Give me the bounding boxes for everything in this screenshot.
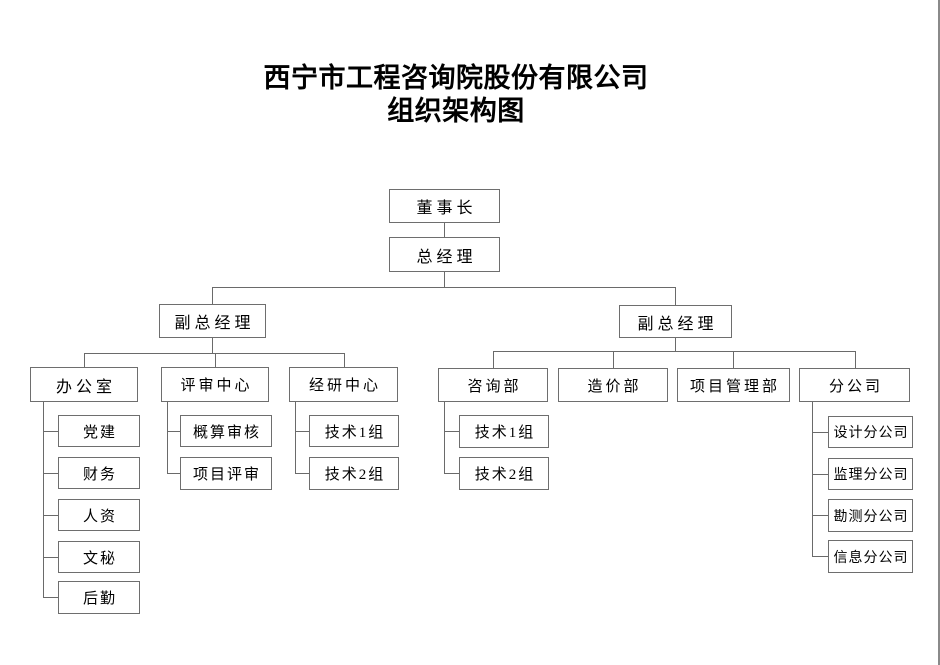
- node-finance: 财务: [58, 457, 140, 489]
- chart-subtitle: 组织架构图: [387, 96, 525, 126]
- node-research-center: 经研中心: [289, 367, 398, 402]
- connector-stub-finance: [43, 473, 58, 474]
- node-research-tech-group-1: 技术1组: [309, 415, 399, 447]
- connector-drop-review-center: [215, 353, 216, 367]
- connector-drop-cost: [613, 351, 614, 368]
- connector-stub-party-building: [43, 431, 58, 432]
- node-branch-companies: 分公司: [799, 368, 910, 402]
- connector-drop-deputy-right: [675, 287, 676, 305]
- connector-drop-office: [84, 353, 85, 367]
- node-consulting-tech-group-1: 技术1组: [459, 415, 549, 448]
- connector-branches-trunk: [812, 402, 813, 557]
- node-project-management-dept: 项目管理部: [677, 368, 790, 402]
- connector-research-trunk: [295, 402, 296, 474]
- company-name: 西宁市工程咨询院股份有限公司: [263, 63, 649, 93]
- node-survey-branch: 勘测分公司: [828, 499, 913, 532]
- connector-drop-research-center: [344, 353, 345, 367]
- connector-drop-deputy-left: [212, 287, 213, 304]
- node-deputy-gm-left: 副总经理: [159, 304, 266, 338]
- connector-right-spread: [493, 351, 855, 352]
- node-design-branch: 设计分公司: [828, 416, 913, 448]
- node-information-branch: 信息分公司: [828, 540, 913, 573]
- connector-stub-budget-review: [167, 431, 180, 432]
- node-supervision-branch: 监理分公司: [828, 458, 913, 490]
- connector-stub-logistics: [43, 597, 58, 598]
- node-office: 办公室: [30, 367, 138, 402]
- node-party-building: 党建: [58, 415, 140, 447]
- node-project-review: 项目评审: [180, 457, 272, 490]
- connector-stub-consulting-group-2: [444, 473, 459, 474]
- connector-review-trunk: [167, 402, 168, 474]
- connector-drop-project-management: [733, 351, 734, 368]
- connector-consulting-trunk: [444, 402, 445, 474]
- connector-drop-branches: [855, 351, 856, 368]
- node-consulting-tech-group-2: 技术2组: [459, 457, 549, 490]
- connector-chairman-gm: [444, 223, 445, 237]
- node-chairman: 董事长: [389, 189, 500, 223]
- connector-stub-research-group-1: [295, 431, 309, 432]
- connector-stub-human-resources: [43, 515, 58, 516]
- connector-stub-project-review: [167, 473, 180, 474]
- connector-deputy-left-down: [212, 338, 213, 353]
- connector-gm-spread: [212, 287, 676, 288]
- connector-stub-secretarial: [43, 557, 58, 558]
- connector-stub-consulting-group-1: [444, 431, 459, 432]
- connector-stub-survey-branch: [812, 515, 828, 516]
- connector-left-spread: [84, 353, 344, 354]
- node-consulting-dept: 咨询部: [438, 368, 548, 402]
- connector-stub-design-branch: [812, 432, 828, 433]
- node-research-tech-group-2: 技术2组: [309, 457, 399, 490]
- connector-drop-consulting: [493, 351, 494, 368]
- node-general-manager: 总经理: [389, 237, 500, 272]
- chart-title: 西宁市工程咨询院股份有限公司 组织架构图: [0, 62, 912, 128]
- node-cost-dept: 造价部: [558, 368, 668, 402]
- node-budget-estimate-review: 概算审核: [180, 415, 272, 447]
- node-deputy-gm-right: 副总经理: [619, 305, 732, 338]
- connector-stub-supervision-branch: [812, 474, 828, 475]
- connector-stub-information-branch: [812, 556, 828, 557]
- connector-office-trunk: [43, 402, 44, 598]
- node-logistics: 后勤: [58, 581, 140, 614]
- node-secretarial: 文秘: [58, 541, 140, 573]
- connector-deputy-right-down: [675, 338, 676, 351]
- node-human-resources: 人资: [58, 499, 140, 531]
- connector-gm-down: [444, 272, 445, 287]
- connector-stub-research-group-2: [295, 473, 309, 474]
- right-edge-line: [938, 0, 940, 665]
- node-review-center: 评审中心: [161, 367, 269, 402]
